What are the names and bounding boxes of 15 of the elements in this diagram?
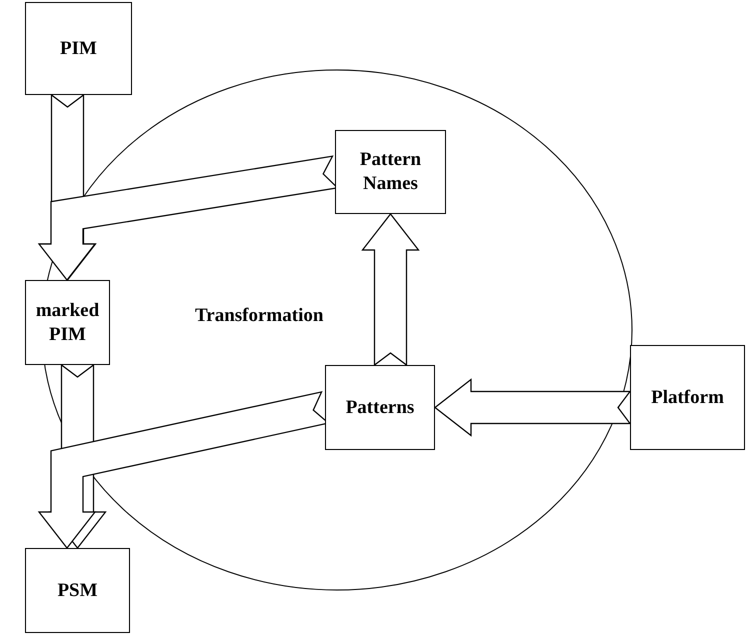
node-label: PSM — [57, 578, 98, 602]
node-label: Platform — [651, 386, 724, 410]
process-box — [25, 548, 130, 633]
process-box — [25, 2, 132, 95]
node-label: Transformation — [195, 304, 324, 328]
block-arrow — [434, 378, 632, 437]
process-box — [325, 365, 435, 450]
node-label: marked PIM — [34, 298, 100, 346]
process-box — [25, 280, 110, 365]
block-arrow — [361, 213, 420, 366]
process-box — [335, 130, 446, 214]
process-box — [630, 345, 745, 450]
node-label: Pattern Names — [358, 148, 422, 196]
node-label: PIM — [60, 36, 97, 60]
node-label: Patterns — [346, 396, 414, 420]
